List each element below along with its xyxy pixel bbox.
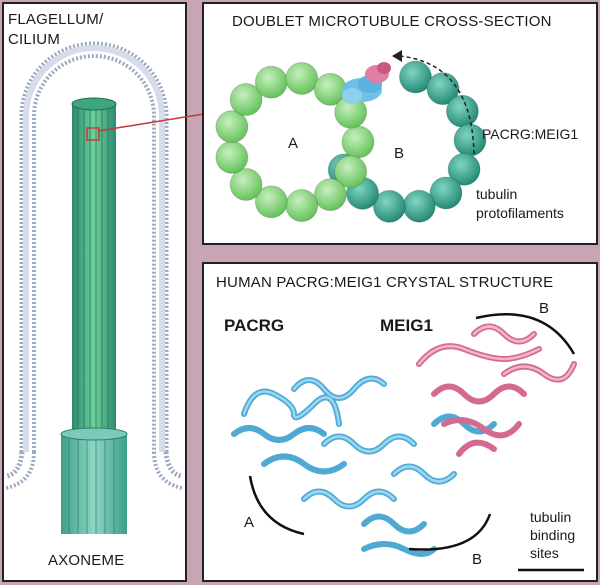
protofilament-a (254, 185, 288, 219)
crystal-structure-illustration (231, 313, 584, 572)
complex-label: PACRG:MEIG1 (482, 126, 579, 142)
binding-label-line1: tubulin (530, 509, 572, 525)
membrane-base-left (5, 451, 25, 479)
pacrg-label: PACRG (224, 316, 285, 335)
highlight-box (86, 127, 100, 141)
meig1-ribbon (416, 323, 577, 457)
site-b-lower-label: B (472, 551, 483, 568)
site-a-label: A (244, 514, 255, 531)
pacrg-meig1-complex-blob (342, 62, 391, 104)
pacrg-ribbon (231, 375, 497, 557)
cilium-illustration (5, 41, 183, 534)
binding-arc-b-upper (475, 313, 576, 355)
crystal-structure-panel: HUMAN PACRG:MEIG1 CRYSTAL STRUCTURE PACR… (202, 262, 598, 582)
label-b-tubule: B (394, 145, 405, 162)
binding-arc-a (248, 475, 305, 536)
doublet-diagram (215, 50, 487, 223)
arrow-head (392, 50, 402, 62)
protofilament-b (447, 152, 481, 186)
protofilament-b (402, 189, 436, 223)
doublet-panel: DOUBLET MICROTUBULE CROSS-SECTION A B PA… (202, 2, 598, 245)
protofilament-a (229, 167, 263, 201)
complex-arrow (399, 55, 475, 155)
binding-arc-b-lower (408, 513, 492, 551)
a-tubule-ring (215, 61, 375, 223)
tubulin-label-line2: protofilaments (476, 205, 564, 221)
cilium-title-line1: FLAGELLUM/ (8, 11, 104, 28)
label-a-tubule: A (288, 135, 299, 152)
meig1-label: MEIG1 (380, 316, 433, 335)
crystal-title: HUMAN PACRG:MEIG1 CRYSTAL STRUCTURE (216, 274, 554, 291)
protofilament-b (429, 176, 463, 210)
binding-label-line3: sites (530, 545, 559, 561)
pacrg-ribbon-highlight (242, 377, 456, 508)
axoneme-label: AXONEME (48, 552, 125, 569)
binding-label-line2: binding (530, 527, 576, 543)
protofilament-b (372, 189, 406, 223)
protofilament-a (334, 155, 368, 189)
protofilament-a (285, 189, 319, 223)
tubulin-label-line1: tubulin (476, 186, 518, 202)
site-b-upper-label: B (539, 300, 550, 317)
protofilament-a (341, 125, 375, 159)
basal-body (61, 434, 127, 534)
cilium-panel: FLAGELLUM/ CILIUM AXONEME (2, 2, 187, 582)
protofilament-a (313, 178, 347, 212)
cilium-title-line2: CILIUM (8, 31, 61, 48)
protofilament-a (285, 61, 319, 95)
meig1-ribbon-highlight (417, 325, 576, 381)
membrane-base-right (163, 451, 183, 479)
membrane-inner (32, 54, 156, 452)
protofilament-a (215, 110, 249, 144)
protofilament-b (398, 60, 432, 94)
protofilament-a (215, 140, 249, 174)
axoneme-rod (72, 104, 116, 444)
membrane-outer-line (23, 45, 165, 452)
membrane-outer (19, 41, 169, 452)
protofilament-a (254, 65, 288, 99)
protofilament-a (229, 83, 263, 117)
protofilament-b (445, 94, 479, 128)
doublet-title: DOUBLET MICROTUBULE CROSS-SECTION (232, 13, 552, 30)
